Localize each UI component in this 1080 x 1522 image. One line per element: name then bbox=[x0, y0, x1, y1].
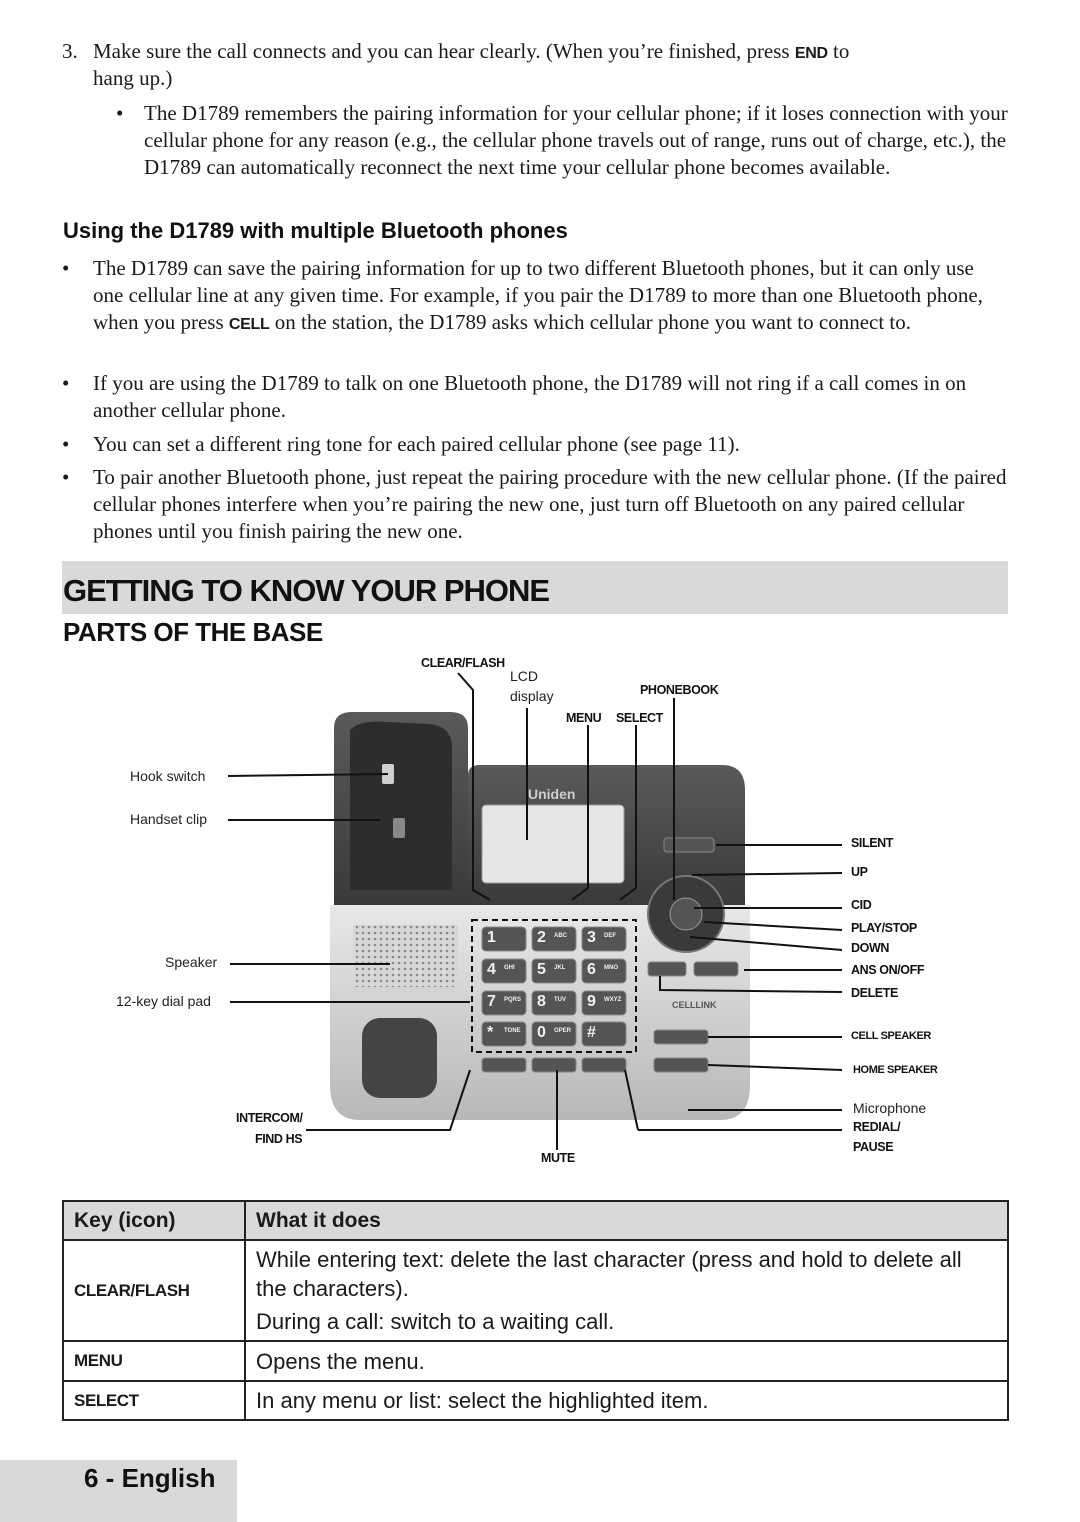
key-3: 3 bbox=[587, 929, 596, 946]
key-9-letters: WXYZ bbox=[604, 997, 622, 1003]
function-keys bbox=[481, 837, 739, 1073]
label-handset-clip: Handset clip bbox=[130, 811, 208, 827]
label-down: DOWN bbox=[851, 941, 889, 955]
pairing-note: • The D1789 remembers the pairing inform… bbox=[116, 101, 1008, 179]
section-title: GETTING TO KNOW YOUR PHONE bbox=[63, 573, 550, 608]
key-table: Key (icon) What it does CLEAR/FLASH Whil… bbox=[62, 1200, 1009, 1421]
label-speaker: Speaker bbox=[165, 954, 218, 970]
list-item: • The D1789 can save the pairing informa… bbox=[62, 256, 983, 334]
celllink-logo: CELLLINK bbox=[672, 1000, 717, 1010]
label-menu: MENU bbox=[566, 711, 602, 725]
label-silent: SILENT bbox=[851, 836, 894, 850]
key-6: 6 bbox=[587, 961, 596, 978]
key-2-letters: ABC bbox=[554, 933, 567, 939]
key-5: 5 bbox=[537, 961, 546, 978]
key-8: 8 bbox=[537, 993, 546, 1010]
label-microphone: Microphone bbox=[853, 1100, 927, 1116]
label-phonebook: PHONEBOOK bbox=[640, 683, 719, 697]
leader-lines bbox=[227, 672, 843, 1150]
subsection-title: PARTS OF THE BASE bbox=[63, 617, 323, 647]
key-cell: SELECT bbox=[62, 1380, 246, 1421]
key-hash: # bbox=[587, 1024, 596, 1041]
label-home-speaker: HOME SPEAKER bbox=[853, 1064, 938, 1076]
step-number: 3. bbox=[62, 39, 78, 63]
key-1: 1 bbox=[487, 929, 496, 946]
key-6-letters: MNO bbox=[604, 965, 618, 971]
key-cell: MENU bbox=[62, 1340, 246, 1382]
foot-pad bbox=[362, 1018, 437, 1098]
key-7: 7 bbox=[487, 993, 496, 1010]
cell-key: CELL bbox=[228, 316, 270, 333]
table-row: MENU Opens the menu. bbox=[62, 1340, 1009, 1382]
label-hook-switch: Hook switch bbox=[130, 768, 206, 784]
label-intercom: INTERCOM/ bbox=[236, 1111, 303, 1125]
lcd-display bbox=[481, 804, 625, 884]
key-4-letters: GHI bbox=[504, 965, 515, 971]
label-ans-onoff: ANS ON/OFF bbox=[851, 963, 925, 977]
key-7-letters: PQRS bbox=[504, 997, 522, 1003]
key-9: 9 bbox=[587, 993, 596, 1010]
step-3-text-a: Make sure the call connects and you can … bbox=[93, 39, 795, 63]
step-3-line2: hang up.) bbox=[93, 66, 173, 90]
description-cell: Opens the menu. bbox=[244, 1340, 1009, 1382]
table-row: SELECT In any menu or list: select the h… bbox=[62, 1380, 1009, 1421]
key-2: 2 bbox=[537, 929, 546, 946]
label-lcd: LCD bbox=[510, 668, 539, 684]
label-play-stop: PLAY/STOP bbox=[851, 921, 917, 935]
description-cell: While entering text: delete the last cha… bbox=[244, 1239, 1009, 1342]
section-bar bbox=[62, 561, 1008, 614]
footer-tab bbox=[0, 1460, 237, 1522]
key-star-letters: TONE bbox=[504, 1028, 521, 1034]
phone-base-illustration bbox=[227, 672, 843, 1150]
table-row: CLEAR/FLASH While entering text: delete … bbox=[62, 1239, 1009, 1342]
page-number: 6 - English bbox=[84, 1463, 216, 1493]
label-select: SELECT bbox=[616, 711, 663, 725]
key-star: * bbox=[487, 1024, 494, 1041]
label-dial-pad: 12-key dial pad bbox=[116, 993, 211, 1009]
key-cell: CLEAR/FLASH bbox=[62, 1239, 246, 1342]
label-cid: CID bbox=[851, 898, 872, 912]
step-3-text-b: to bbox=[827, 39, 850, 63]
dial-pad-keys bbox=[481, 926, 627, 1047]
speaker-grille bbox=[353, 925, 458, 987]
list-item: • To pair another Bluetooth phone, just … bbox=[62, 465, 1007, 543]
key-8-letters: TUV bbox=[554, 997, 566, 1003]
label-clear-flash: CLEAR/FLASH bbox=[421, 656, 505, 670]
handset bbox=[350, 721, 452, 890]
description-cell: In any menu or list: select the highligh… bbox=[244, 1380, 1009, 1421]
list-item: • If you are using the D1789 to talk on … bbox=[62, 371, 967, 422]
label-cell-speaker: CELL SPEAKER bbox=[851, 1030, 931, 1042]
brand-logo: Uniden bbox=[528, 786, 576, 802]
label-up: UP bbox=[851, 865, 868, 879]
label-delete: DELETE bbox=[851, 986, 898, 1000]
end-key: END bbox=[794, 45, 828, 62]
label-display: display bbox=[510, 688, 554, 704]
key-0: 0 bbox=[537, 1024, 546, 1041]
dial-pad-outline bbox=[471, 919, 637, 1053]
key-3-letters: DEF bbox=[604, 933, 616, 939]
multi-heading: Using the D1789 with multiple Bluetooth … bbox=[63, 218, 568, 243]
col-header-key: Key (icon) bbox=[62, 1200, 246, 1241]
step-3: 3. Make sure the call connects and you c… bbox=[62, 38, 1008, 65]
label-redial: REDIAL/ bbox=[853, 1120, 901, 1134]
list-item: • You can set a different ring tone for … bbox=[62, 432, 740, 456]
label-find-hs: FIND HS bbox=[255, 1132, 303, 1146]
col-header-description: What it does bbox=[244, 1200, 1009, 1241]
label-mute: MUTE bbox=[541, 1151, 575, 1165]
label-pause: PAUSE bbox=[853, 1140, 894, 1154]
key-5-letters: JKL bbox=[554, 965, 566, 971]
key-4: 4 bbox=[487, 961, 496, 978]
handset-clip bbox=[393, 818, 405, 838]
key-0-letters: OPER bbox=[554, 1028, 572, 1034]
pairing-note-text: The D1789 remembers the pairing informat… bbox=[144, 101, 1008, 179]
